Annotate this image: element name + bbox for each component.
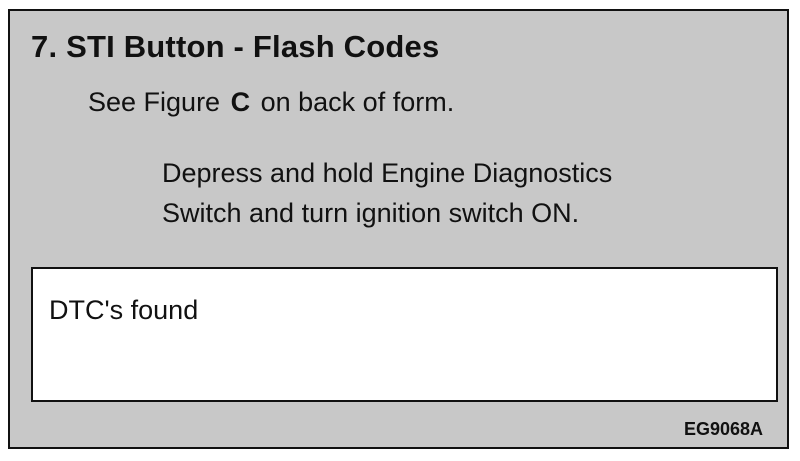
figure-ref-suffix: on back of form.: [260, 87, 455, 117]
figure-reference: See Figure C on back of form.: [88, 87, 454, 118]
dtc-found-label: DTC's found: [49, 295, 199, 325]
instruction-line-1: Depress and hold Engine Diagnostics: [162, 158, 613, 188]
figure-ref-prefix: See Figure: [88, 87, 221, 117]
figure-code: EG9068A: [683, 419, 763, 439]
instruction-text: Depress and hold Engine Diagnostics Swit…: [162, 153, 612, 233]
instruction-line-2: Switch and turn ignition switch ON.: [162, 198, 580, 228]
figure-letter: C: [230, 87, 251, 117]
section-title: 7. STI Button - Flash Codes: [31, 29, 440, 64]
form-section-panel: 7. STI Button - Flash Codes See Figure C…: [8, 9, 789, 449]
dtc-found-field[interactable]: DTC's found: [31, 267, 778, 402]
